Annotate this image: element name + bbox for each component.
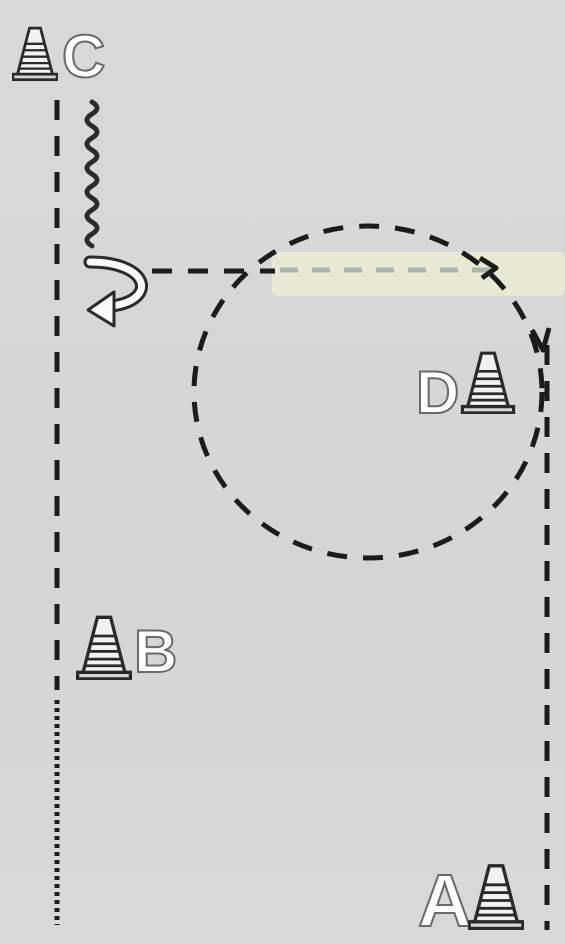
traffic-cone-icon <box>460 351 516 414</box>
traffic-cone-icon <box>76 615 132 680</box>
arrow-head-icon <box>529 327 552 353</box>
dashed-circle-path <box>191 223 545 561</box>
cone-d-label: D <box>416 359 459 426</box>
cone-b: B <box>76 615 178 686</box>
traffic-cone-icon <box>12 26 58 82</box>
traffic-cone-icon <box>468 864 524 930</box>
u-turn-arrow-icon <box>83 255 148 328</box>
arrow-head-icon <box>478 255 499 281</box>
cone-b-label: B <box>134 618 177 685</box>
wavy-dribble-path <box>84 99 100 249</box>
cone-c: C <box>12 22 106 91</box>
highlight-mark <box>272 252 565 296</box>
cone-a-label: A <box>418 859 471 942</box>
cone-d: D <box>415 351 516 427</box>
cone-a: A <box>417 858 524 943</box>
cone-c-label: C <box>62 23 105 90</box>
